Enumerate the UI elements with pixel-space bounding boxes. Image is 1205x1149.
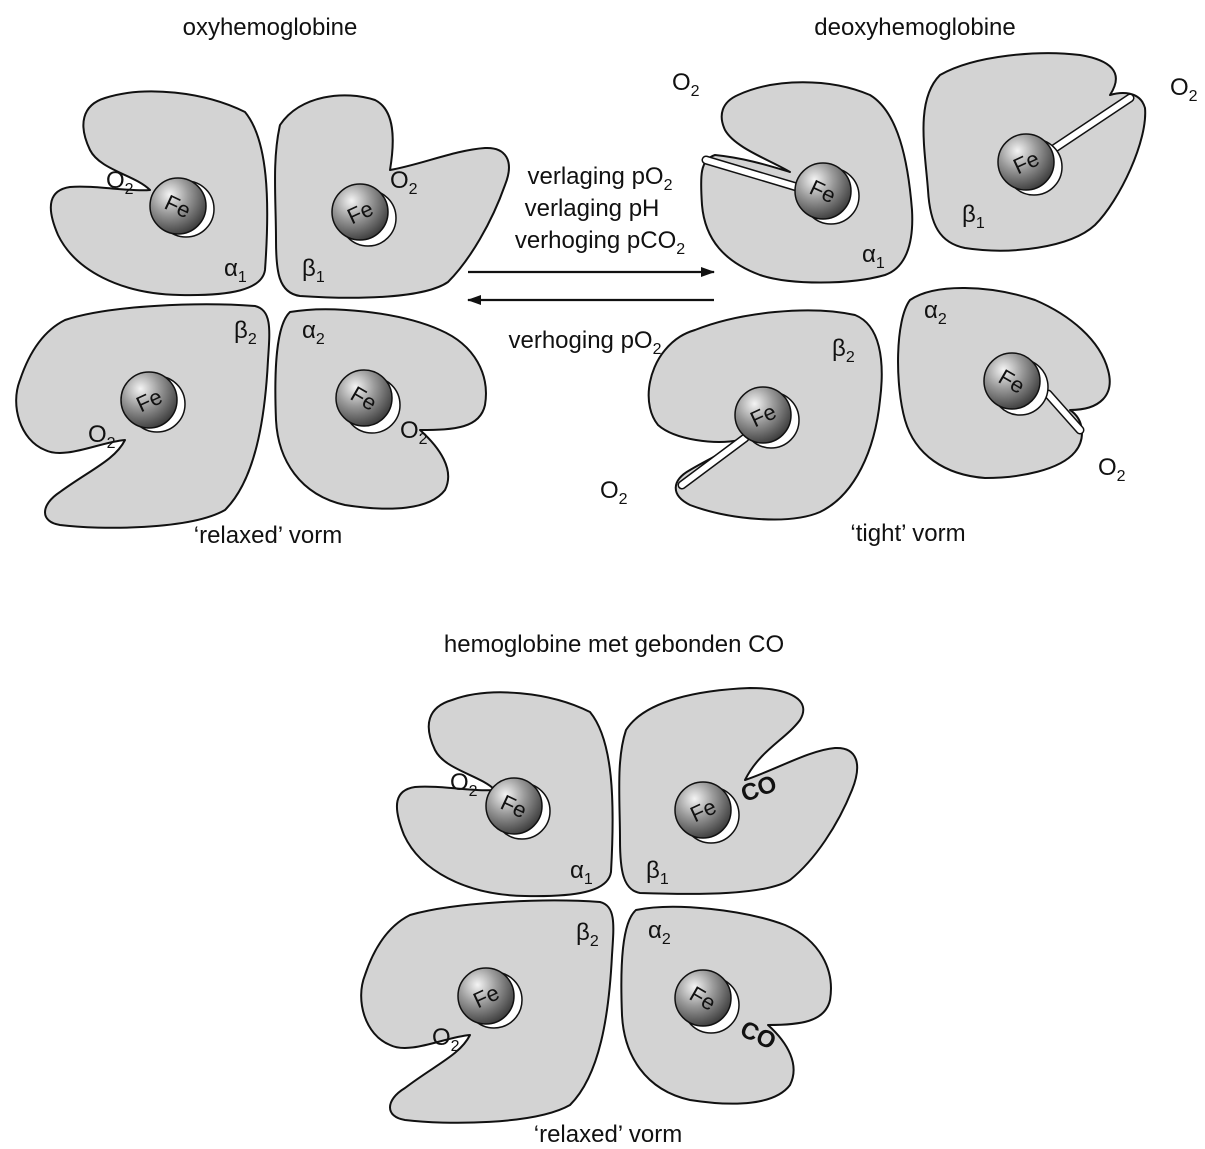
deoxy-beta2-subunit: Fe β2 [649, 310, 882, 519]
deoxy-alpha1-subunit: Fe α1 [701, 82, 912, 282]
co-hemoglobin-panel: hemoglobine met gebonden CO Fe O2 α1 Fe … [361, 631, 857, 1148]
co-alpha1-subunit: Fe O2 α1 [397, 692, 613, 896]
o2-label: O2 [1098, 454, 1126, 485]
o2-label: O2 [672, 69, 700, 100]
forward-condition: verlaging pH [525, 195, 660, 222]
co-title: hemoglobine met gebonden CO [444, 631, 784, 658]
deoxy-beta1-subunit: Fe β1 [923, 53, 1145, 250]
forward-condition: verlaging pO2 [528, 163, 673, 194]
co-beta1-subunit: Fe CO β1 [619, 688, 857, 894]
oxy-form-label: ‘relaxed’ vorm [194, 522, 343, 549]
backward-condition: verhoging pO2 [508, 327, 661, 358]
oxy-beta1-subunit: Fe O2 β1 [275, 95, 509, 297]
forward-condition: verhoging pCO2 [515, 227, 685, 258]
oxy-alpha2-subunit: Fe O2 α2 [275, 309, 486, 508]
oxy-beta2-subunit: Fe O2 β2 [16, 304, 269, 527]
deoxyhemoglobin-panel: deoxyhemoglobine Fe α1 O2 Fe β1 O2 [600, 14, 1198, 547]
deoxy-form-label: ‘tight’ vorm [850, 520, 965, 547]
oxy-title: oxyhemoglobine [183, 14, 358, 41]
oxy-alpha1-subunit: Fe O2 α1 [51, 91, 267, 295]
co-form-label: ‘relaxed’ vorm [534, 1121, 683, 1148]
co-alpha2-subunit: Fe CO α2 [621, 907, 831, 1104]
o2-label: O2 [1170, 74, 1198, 105]
transition-arrows: verlaging pO2 verlaging pH verhoging pCO… [468, 163, 714, 358]
o2-label: O2 [600, 477, 628, 508]
deoxy-title: deoxyhemoglobine [814, 14, 1015, 41]
oxyhemoglobin-panel: oxyhemoglobine Fe O2 α1 Fe O2 β1 Fe O2 β [16, 14, 509, 549]
co-beta2-subunit: Fe O2 β2 [361, 901, 613, 1123]
deoxy-alpha2-subunit: Fe α2 [898, 288, 1110, 478]
